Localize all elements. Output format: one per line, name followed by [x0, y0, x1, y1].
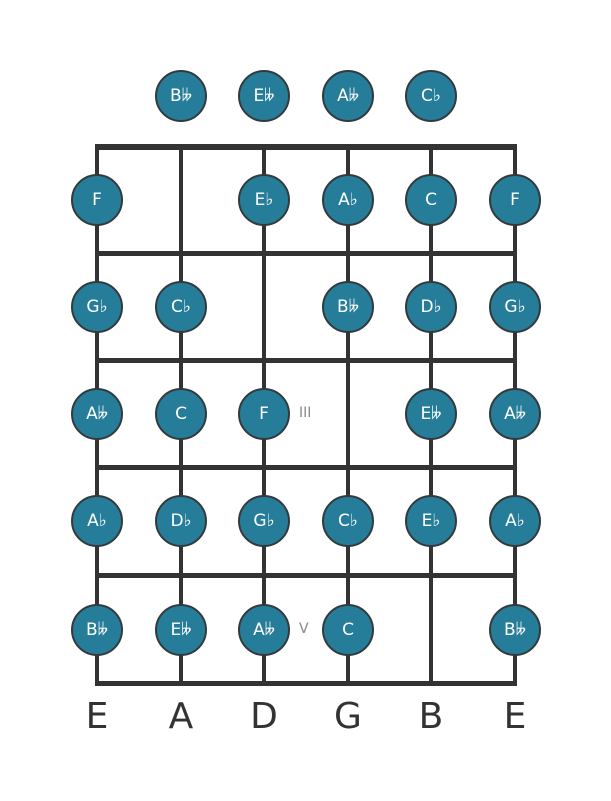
fret-line-2 — [95, 358, 517, 363]
fret-note: E𝄫 — [155, 604, 207, 656]
fret-note: B𝄫 — [71, 604, 123, 656]
fret-line-3 — [95, 465, 517, 470]
open-note: C♭ — [405, 70, 457, 122]
fret-note: C♭ — [155, 281, 207, 333]
fret-note: E♭ — [405, 495, 457, 547]
fret-note: A𝄫 — [489, 388, 541, 440]
string-label: E — [85, 696, 109, 737]
fret-note: A♭ — [322, 174, 374, 226]
string-line-3 — [346, 144, 350, 686]
fret-note: F — [238, 388, 290, 440]
fret-line-1 — [95, 251, 517, 256]
fret-note: E𝄫 — [405, 388, 457, 440]
string-label: B — [418, 696, 444, 737]
string-label: D — [250, 696, 278, 737]
open-note: A𝄫 — [322, 70, 374, 122]
fret-note: C♭ — [322, 495, 374, 547]
fret-note: A♭ — [489, 495, 541, 547]
string-label: A — [168, 696, 194, 737]
fret-note: C — [322, 604, 374, 656]
string-label: E — [503, 696, 527, 737]
fret-note: G♭ — [71, 281, 123, 333]
fret-marker-v: V — [299, 621, 309, 637]
fret-line-4 — [95, 573, 517, 578]
fret-note: E♭ — [238, 174, 290, 226]
fret-note: B𝄫 — [322, 281, 374, 333]
open-note: E𝄫 — [238, 70, 290, 122]
fret-note: A𝄫 — [71, 388, 123, 440]
fret-note: C — [405, 174, 457, 226]
fret-note: B𝄫 — [489, 604, 541, 656]
nut — [95, 144, 517, 150]
fret-line-5 — [95, 681, 517, 686]
string-label: G — [334, 696, 362, 737]
fret-marker-iii: III — [299, 405, 312, 421]
fret-note: G♭ — [238, 495, 290, 547]
open-note: B𝄫 — [155, 70, 207, 122]
fret-note: D♭ — [155, 495, 207, 547]
fret-note: F — [71, 174, 123, 226]
fret-note: D♭ — [405, 281, 457, 333]
fret-note: F — [489, 174, 541, 226]
fret-note: A𝄫 — [238, 604, 290, 656]
fret-note: A♭ — [71, 495, 123, 547]
fret-note: C — [155, 388, 207, 440]
fret-note: G♭ — [489, 281, 541, 333]
